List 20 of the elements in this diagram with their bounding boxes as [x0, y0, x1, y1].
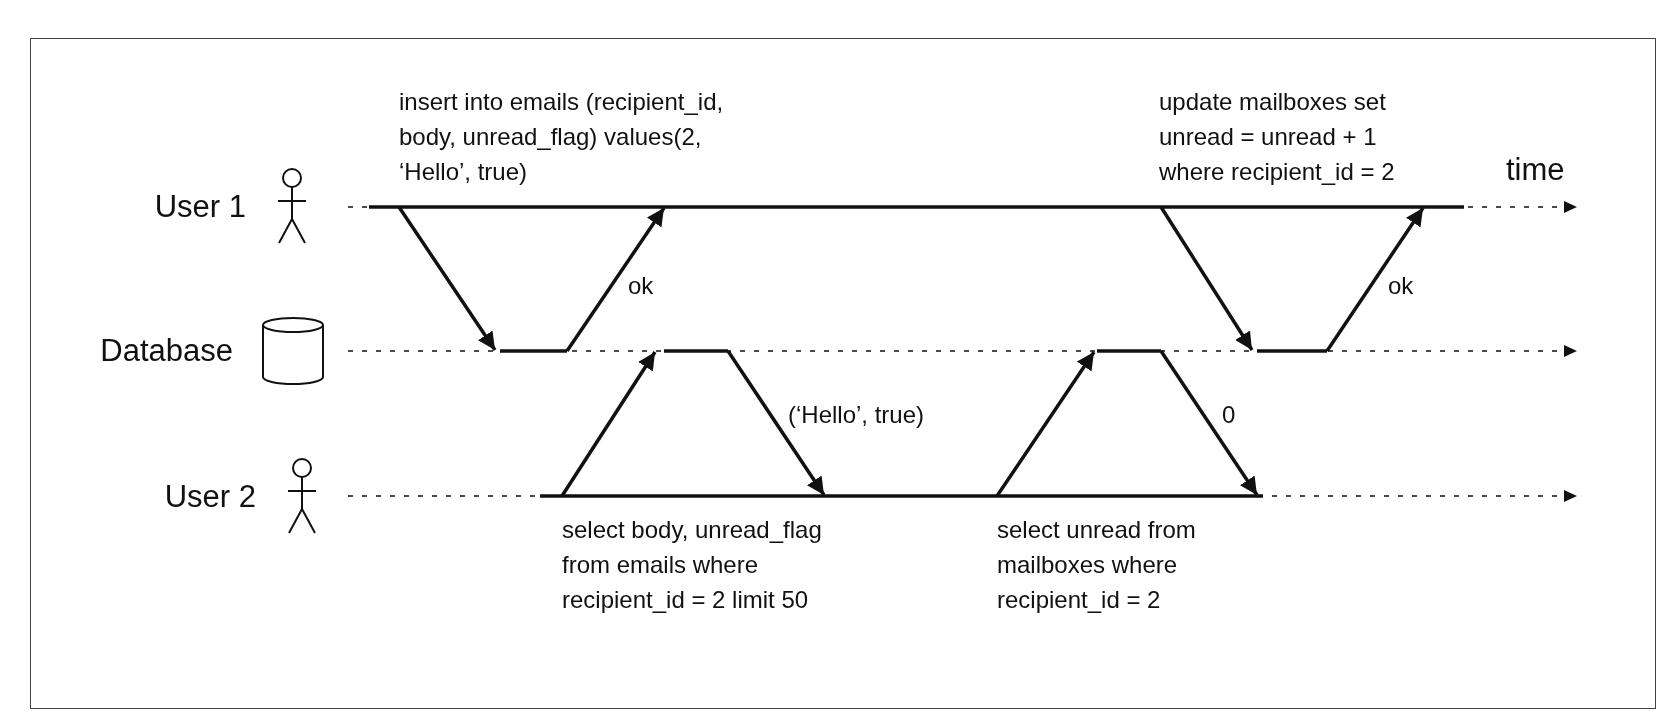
arrow [726, 350, 826, 496]
actor-label: User 2 [164, 479, 256, 515]
edge-label: 0 [1222, 400, 1236, 430]
edge-label: ok [628, 271, 654, 301]
edge-label: ok [1388, 271, 1414, 301]
query-text: insert into emails (recipient_id, body, unread_flag) values(2, ‘Hello’, true) [399, 87, 725, 187]
arrow [1159, 350, 1259, 496]
arrow [1325, 207, 1425, 352]
axis-label: time [1506, 152, 1565, 188]
arrow [995, 351, 1096, 497]
query-text: update mailboxes set unread = unread + 1 where recipient_id = 2 [1159, 87, 1396, 187]
arrow [560, 351, 657, 497]
query-text: select body, unread_flag from emails where recipient_id = 2 limit 50 [562, 515, 823, 615]
query-text: select unread from mailboxes where recipient_id = 2 [997, 515, 1197, 615]
arrow [1159, 206, 1254, 351]
arrow [397, 206, 497, 351]
actor-label: User 1 [154, 189, 246, 225]
edge-label: (‘Hello’, true) [788, 400, 925, 430]
arrow [565, 207, 666, 352]
actor-label: Database [100, 333, 233, 369]
